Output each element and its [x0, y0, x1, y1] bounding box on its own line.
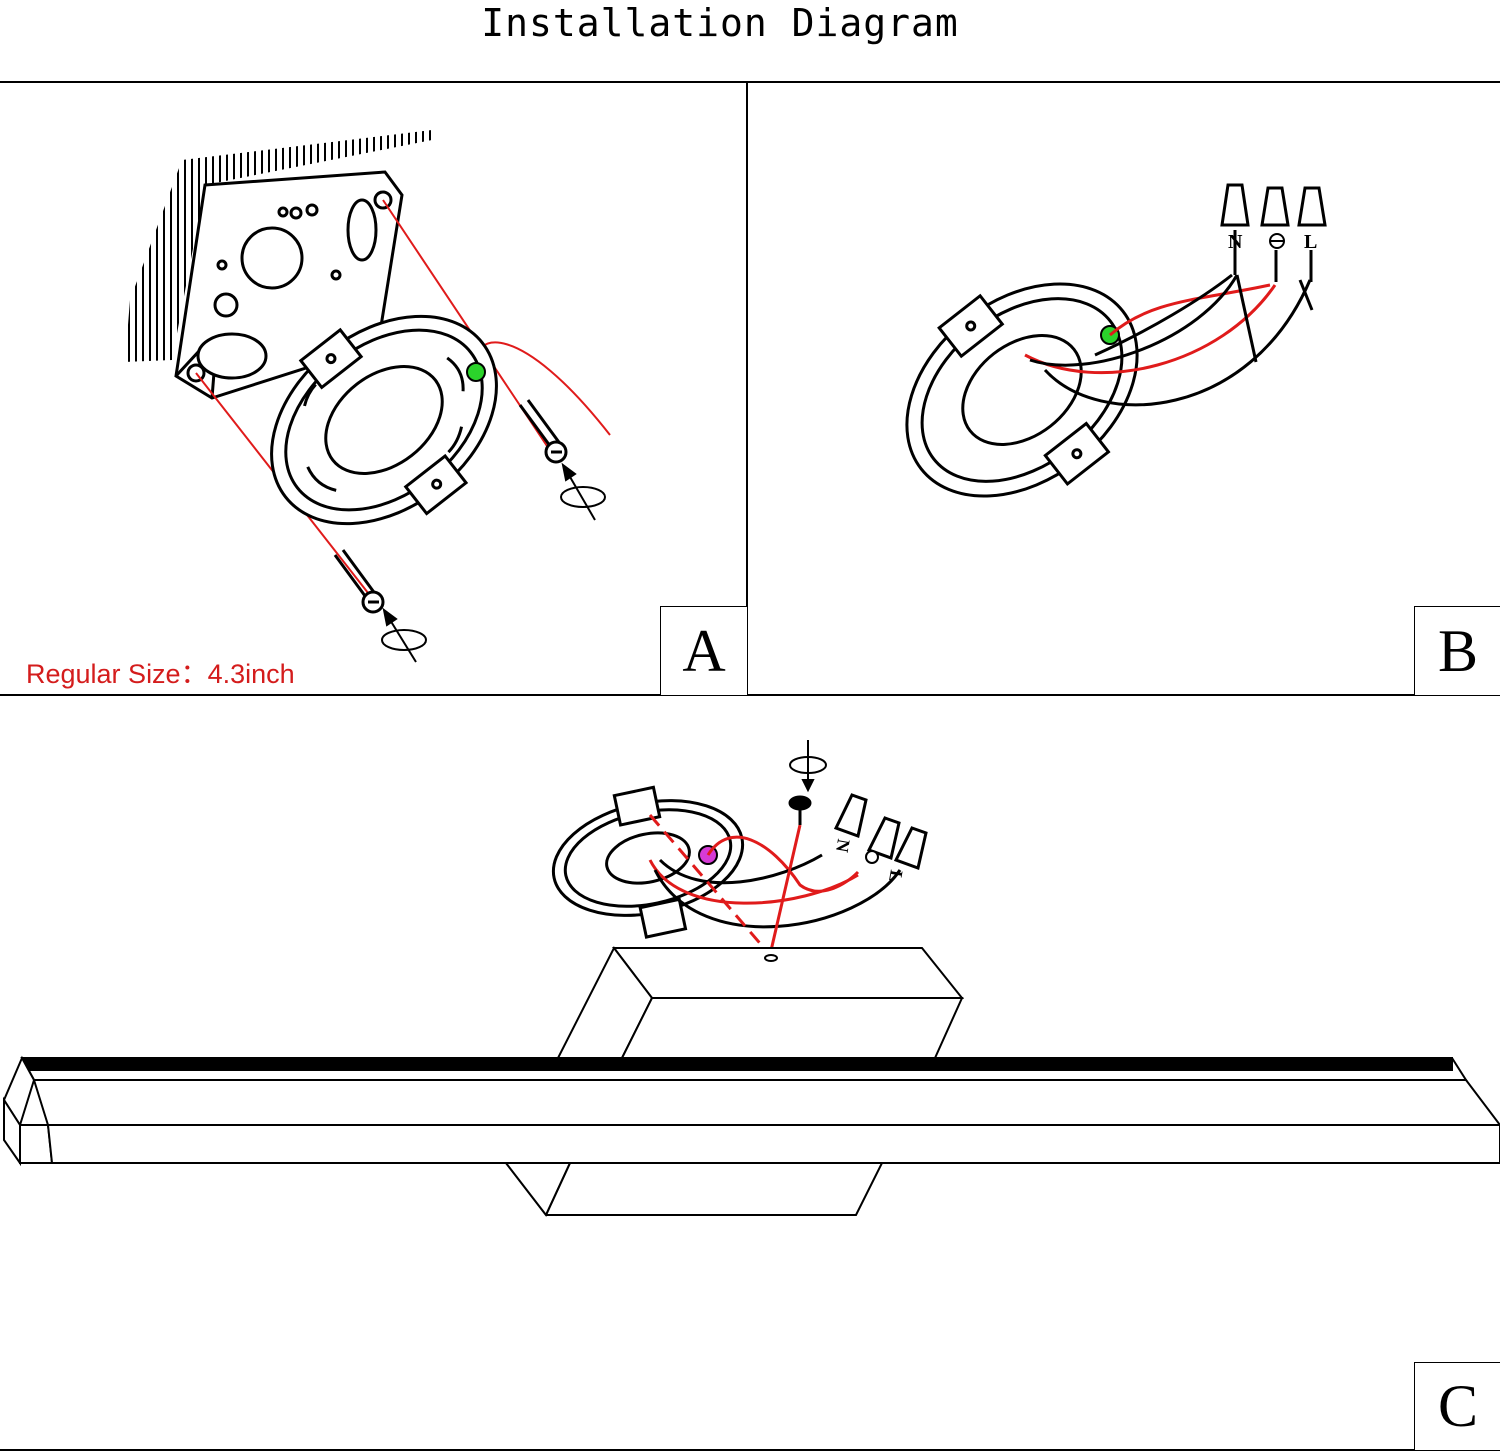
- ground-screw-a: [466, 362, 486, 382]
- mounting-plate-a: [270, 314, 498, 526]
- light-bar: [2, 1055, 1500, 1167]
- mounting-plate-c: [551, 785, 745, 939]
- screw-icon: [333, 549, 385, 614]
- mounting-plate-b: [905, 282, 1139, 498]
- panel-b-drawing: [905, 183, 1327, 498]
- wire-label-n-b: N: [1228, 231, 1243, 253]
- panel-a-label: A: [660, 606, 748, 696]
- lower-mount: [503, 1162, 884, 1217]
- screw-icon: [518, 399, 568, 464]
- panel-c-label: C: [1414, 1362, 1500, 1451]
- bottom-divider: [0, 1449, 1500, 1451]
- vertical-divider: [746, 81, 748, 695]
- wires-b: [1024, 273, 1314, 407]
- rotate-arrow-icon: [381, 607, 427, 663]
- page-title: Installation Diagram: [481, 1, 959, 45]
- wire-nut-icon: [833, 793, 928, 870]
- top-divider: [0, 81, 1500, 83]
- panel-b-label: B: [1414, 606, 1500, 696]
- wire-label-l-c: L: [885, 869, 907, 884]
- ground-symbol-icon: [865, 850, 879, 864]
- screw-icon: [788, 795, 812, 825]
- wire-label-n-c: N: [832, 838, 854, 854]
- middle-divider: [0, 694, 1500, 696]
- size-note: Regular Size：4.3inch: [26, 659, 295, 689]
- panel-a-drawing: [125, 130, 611, 663]
- ceiling-hatch: [125, 130, 432, 362]
- wires-c: [648, 814, 902, 956]
- wire-label-l-b: L: [1304, 231, 1317, 253]
- rotate-arrow-icon: [560, 462, 606, 521]
- panel-c-drawing: [2, 740, 1500, 1217]
- mounting-base: [556, 946, 965, 1059]
- wire-nut-icon: [1220, 183, 1327, 282]
- rotate-arrow-icon: [789, 740, 827, 793]
